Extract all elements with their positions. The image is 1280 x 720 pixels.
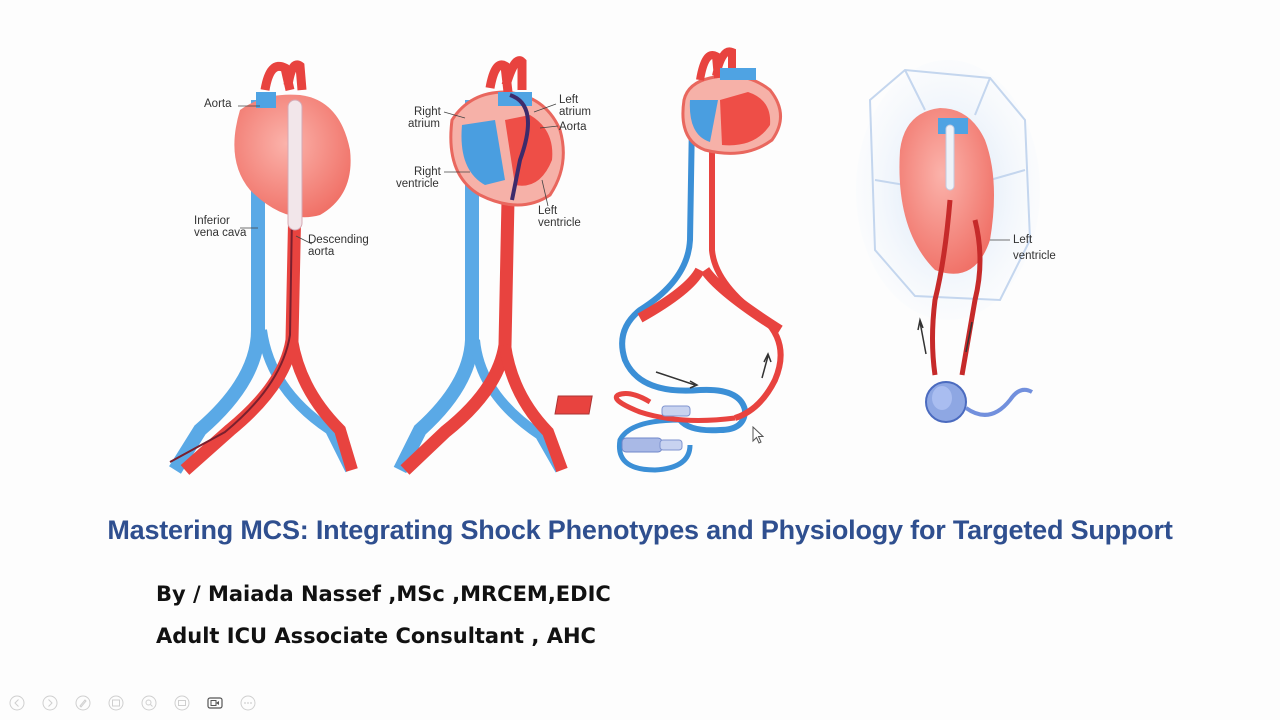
label-descending-aorta-line1: Descending bbox=[308, 234, 369, 246]
figure-lvad bbox=[856, 60, 1040, 423]
slides-icon[interactable] bbox=[105, 694, 126, 713]
label-left-ventricle-fig4-line1: Left bbox=[1013, 234, 1033, 246]
figure-ecmo bbox=[554, 47, 784, 473]
prev-icon[interactable] bbox=[6, 694, 27, 713]
figure-iabp bbox=[169, 60, 358, 475]
presenter-toolbar bbox=[6, 693, 258, 713]
author-line: By / Maiada Nassef ,MSc ,MRCEM,EDIC bbox=[156, 582, 611, 606]
label-descending-aorta-line2: aorta bbox=[308, 246, 335, 258]
role-line: Adult ICU Associate Consultant , AHC bbox=[156, 624, 596, 648]
label-right-ventricle-line2: ventricle bbox=[396, 178, 439, 190]
more-icon[interactable] bbox=[237, 694, 258, 713]
camera-icon[interactable] bbox=[204, 694, 225, 713]
label-right-ventricle-line1: Right bbox=[414, 166, 441, 178]
label-inferior-vena-cava-line2: vena cava bbox=[194, 227, 247, 239]
pen-icon[interactable] bbox=[72, 694, 93, 713]
mcs-illustrations bbox=[169, 47, 1040, 475]
label-left-ventricle-line2: ventricle bbox=[538, 217, 581, 229]
label-aorta-2: Aorta bbox=[559, 121, 587, 133]
mouse-cursor-icon bbox=[752, 426, 764, 444]
label-left-atrium-line1: Left bbox=[559, 94, 579, 106]
zoom-icon[interactable] bbox=[138, 694, 159, 713]
slide-title: Mastering MCS: Integrating Shock Phenoty… bbox=[107, 515, 1173, 545]
figure-impella bbox=[393, 56, 568, 475]
label-inferior-vena-cava-line1: Inferior bbox=[194, 215, 230, 227]
next-icon[interactable] bbox=[39, 694, 60, 713]
label-right-atrium-line2: atrium bbox=[408, 118, 440, 130]
label-left-ventricle-line1: Left bbox=[538, 205, 558, 217]
label-right-atrium-line1: Right bbox=[414, 106, 441, 118]
label-aorta: Aorta bbox=[204, 98, 232, 110]
label-left-ventricle-fig4-line2: ventricle bbox=[1013, 250, 1056, 262]
subtitles-icon[interactable] bbox=[171, 694, 192, 713]
label-left-atrium-line2: atrium bbox=[559, 106, 591, 118]
